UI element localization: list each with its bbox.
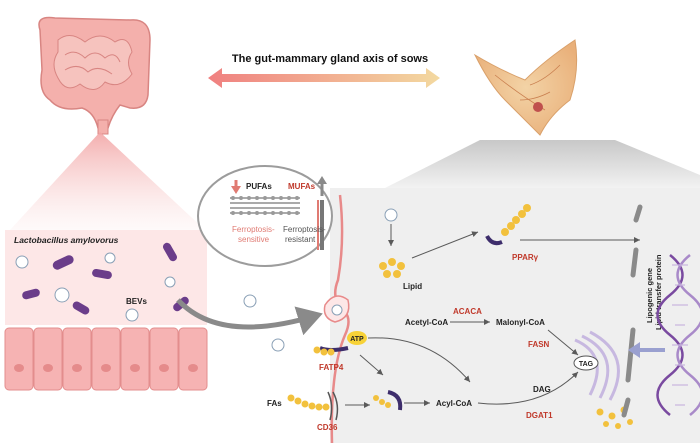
acyl-synthetase	[387, 390, 403, 411]
internalized-vesicle	[331, 304, 343, 316]
fatp4-transporter	[313, 346, 349, 356]
atp-arrow	[367, 337, 471, 383]
mufa-label: MUFAs	[288, 182, 316, 191]
cell-background	[330, 188, 700, 443]
acyl-chain	[373, 395, 391, 408]
dna-helix	[656, 254, 700, 416]
fatp4-to-acyl-arrow	[359, 354, 384, 376]
ferroptosis-sensitive-line1: Ferroptosis-	[232, 225, 275, 234]
transport-arrow	[176, 298, 323, 336]
acyl-coa-label: Acyl-CoA	[436, 399, 472, 408]
dag-label: DAG	[533, 385, 551, 394]
floating-vesicle	[243, 294, 257, 308]
ppar-ligand-chain	[501, 204, 531, 236]
pufa-label: PUFAs	[246, 182, 272, 191]
fas-label: FAs	[267, 399, 282, 408]
atp-badge	[347, 331, 367, 345]
acaca-label: ACACA	[453, 307, 482, 316]
membrane-inset	[197, 165, 333, 267]
mammary-gland-illustration	[473, 39, 578, 136]
outside-vesicle	[271, 338, 285, 352]
ppar-receptor	[485, 235, 503, 246]
fasn-label: FASN	[528, 340, 550, 349]
figure-title: The gut-mammary gland axis of sows	[232, 53, 428, 65]
lipid-to-ppar-arrow	[411, 231, 479, 259]
ferroptosis-resistant-line2: resistant	[285, 235, 316, 244]
gene-segments	[621, 204, 643, 418]
acyl-to-tag-arrow	[477, 371, 579, 405]
ferroptosis-resistant-line1: Ferroptosis-	[283, 225, 326, 234]
ferroptosis-sensitive-line2: sensitive	[238, 235, 270, 244]
malonyl-coa-label: Malonyl-CoA	[496, 318, 545, 327]
cell-vesicle	[384, 208, 398, 222]
intestinal-epithelium	[4, 327, 208, 391]
acetyl-coa-label: Acetyl-CoA	[405, 318, 448, 327]
vesicles	[15, 252, 176, 322]
tag-badge	[573, 355, 599, 371]
malonyl-to-tag-arrow	[547, 329, 579, 356]
tag-label: TAG	[579, 361, 594, 368]
intestine-cone	[10, 132, 205, 230]
mammary-shadow	[385, 140, 700, 188]
cd36-receptor	[327, 391, 339, 421]
cd36-label: CD36	[317, 423, 338, 432]
lipid-label: Lipid	[403, 282, 422, 291]
bevs-label: BEVs	[126, 297, 147, 306]
gut-mammary-axis-arrow	[208, 68, 440, 88]
dna-to-gene-arrow	[628, 342, 665, 358]
secreted-lipids	[596, 406, 633, 429]
fatp4-label: FATP4	[319, 363, 344, 372]
pparg-label: PPARγ	[512, 253, 539, 262]
dgat1-label: DGAT1	[526, 411, 553, 420]
atp-label: ATP	[350, 336, 364, 343]
gene-label-line2: Lipid transfer protein	[654, 254, 663, 330]
lipid-droplets	[379, 258, 405, 278]
gene-label-line1: Lipogenic gene	[645, 268, 654, 323]
bacterium-label: Lactobacillus amylovorus	[14, 235, 119, 245]
dna-rungs	[672, 264, 688, 406]
intestine-illustration	[38, 16, 151, 135]
fatty-acid-chain	[287, 394, 330, 411]
epithelium-nuclei	[14, 364, 198, 372]
